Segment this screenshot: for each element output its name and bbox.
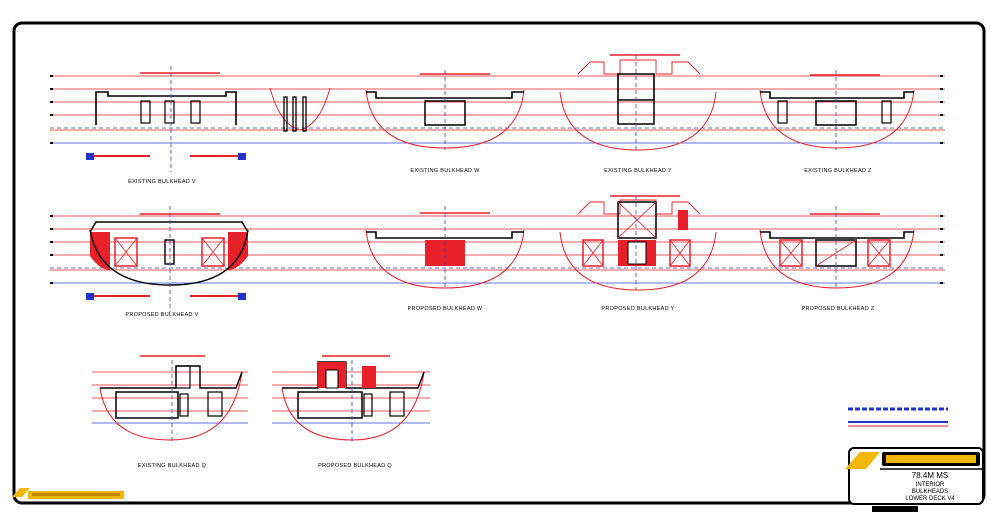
label-proposed-q: PROPOSED BULKHEAD Q: [318, 463, 392, 469]
company-logo-left: [12, 488, 124, 499]
title-block-stamp: [872, 506, 918, 512]
scale-bar: [848, 407, 948, 427]
title-vessel: 78.4M MS: [912, 471, 948, 480]
label-proposed-y: PROPOSED BULKHEAD Y: [601, 306, 674, 312]
label-existing-v: EXISTING BULKHEAD V: [128, 179, 196, 185]
section-existing-y: [559, 54, 717, 151]
title-line-deck: LOWER DECK V4: [905, 496, 955, 502]
section-proposed-y: [559, 195, 717, 291]
title-line-interior: INTERIOR: [916, 482, 945, 488]
section-existing-w: [365, 70, 525, 150]
label-proposed-z: PROPOSED BULKHEAD Z: [802, 306, 875, 312]
title-block: [845, 447, 984, 505]
section-existing-v: [86, 66, 246, 172]
row1-tick-marks: [50, 75, 943, 144]
row1-waterlines: [50, 75, 945, 131]
label-existing-y: EXISTING BULKHEAD Y: [604, 168, 672, 174]
title-line-bulkheads: BULKHEADS: [912, 489, 948, 495]
section-profile-sketch: [269, 87, 331, 132]
section-existing-q: [92, 355, 248, 442]
row2-waterlines: [50, 215, 945, 271]
row2-tick-marks: [50, 215, 943, 284]
section-existing-z: [759, 70, 915, 150]
title-block-logo-icon: [845, 452, 880, 469]
label-existing-q: EXISTING BULKHEAD Q: [138, 463, 207, 469]
label-proposed-w: PROPOSED BULKHEAD W: [408, 306, 483, 312]
section-proposed-v: [86, 206, 249, 312]
section-proposed-z: [759, 206, 915, 290]
label-existing-z: EXISTING BULKHEAD Z: [804, 168, 872, 174]
label-proposed-v: PROPOSED BULKHEAD V: [125, 312, 198, 318]
label-existing-w: EXISTING BULKHEAD W: [410, 168, 480, 174]
section-proposed-w: [365, 206, 525, 290]
section-proposed-q: [272, 355, 430, 442]
sheet-border: [12, 21, 986, 505]
